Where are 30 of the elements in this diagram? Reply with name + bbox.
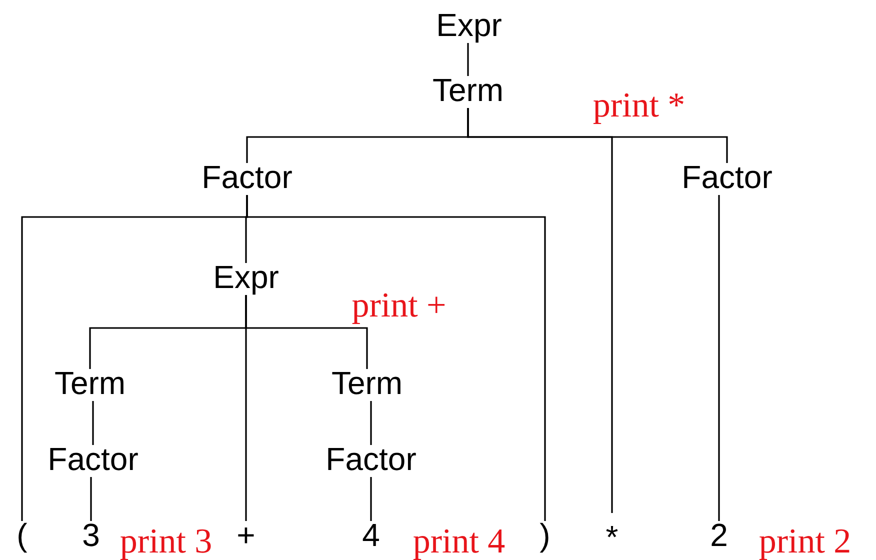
terminal-symbol: * (604, 521, 620, 553)
tree-branch (370, 477, 372, 521)
nonterminal-label: Factor (46, 443, 140, 475)
tree-branch (467, 108, 728, 163)
nonterminal-label: Expr (212, 261, 280, 293)
terminal-symbol: ( (16, 519, 28, 551)
tree-branch (718, 195, 720, 521)
action-annotation: print 2 (758, 524, 852, 558)
nonterminal-label: Expr (435, 9, 503, 41)
terminal-symbol: 2 (709, 519, 729, 551)
nonterminal-label: Term (330, 367, 404, 399)
action-annotation: print * (592, 88, 686, 122)
tree-branch (90, 477, 92, 521)
tree-branch (246, 195, 546, 521)
tree-branch (370, 401, 372, 445)
nonterminal-label: Factor (680, 161, 774, 193)
tree-branch (245, 295, 368, 369)
terminal-symbol: 3 (81, 519, 101, 551)
terminal-symbol: + (236, 519, 256, 551)
action-annotation: print 4 (412, 524, 506, 558)
nonterminal-label: Term (431, 74, 505, 106)
tree-branch (467, 43, 469, 76)
nonterminal-label: Term (53, 367, 127, 399)
terminal-symbol: 4 (361, 519, 381, 551)
action-annotation: print 3 (120, 524, 212, 558)
action-annotation: print + (352, 288, 446, 322)
nonterminal-label: Factor (324, 443, 418, 475)
tree-branch (92, 401, 94, 445)
nonterminal-label: Factor (200, 161, 294, 193)
terminal-symbol: ) (538, 519, 552, 551)
